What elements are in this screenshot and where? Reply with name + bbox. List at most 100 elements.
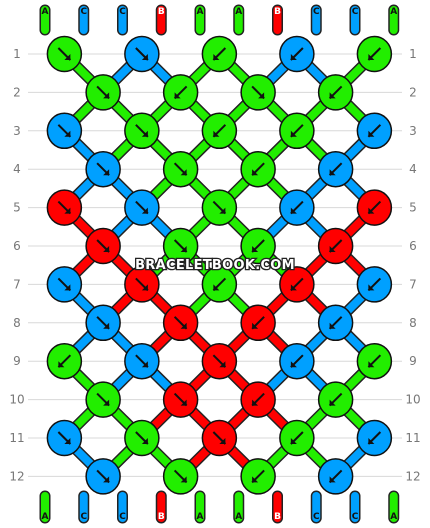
knot — [279, 35, 315, 73]
knot — [162, 150, 199, 188]
knot — [46, 342, 83, 380]
knot — [46, 35, 83, 73]
arrow-head-icon — [252, 322, 259, 329]
arrow-head-icon — [103, 399, 110, 406]
knot — [85, 381, 121, 418]
knot — [124, 112, 160, 150]
knot — [356, 35, 393, 73]
knot — [46, 112, 83, 150]
arrow-head-icon — [329, 476, 336, 483]
bottom-thread-label: A — [390, 512, 397, 522]
arrow-head-icon — [290, 438, 297, 444]
arrow-head-icon — [141, 361, 148, 368]
arrow-head-icon — [141, 54, 148, 60]
row-number-left: 5 — [13, 201, 21, 215]
knot — [46, 189, 83, 226]
knot — [279, 342, 315, 380]
row-number-right: 1 — [409, 47, 417, 61]
knot — [46, 419, 83, 457]
arrow-head-icon — [290, 130, 297, 137]
top-thread-label: C — [80, 7, 87, 17]
knot — [279, 419, 315, 457]
arrow-head-icon — [252, 476, 259, 483]
arrow-head-icon — [368, 54, 375, 60]
knot — [317, 74, 354, 111]
top-thread-label: B — [158, 7, 165, 17]
row-number-left: 10 — [9, 393, 24, 407]
arrow-head-icon — [258, 92, 265, 99]
arrow-head-icon — [329, 322, 336, 329]
arrow-head-icon — [141, 438, 148, 444]
row-number-left: 2 — [13, 85, 21, 99]
watermark: BRACELETBOOK.COM — [135, 258, 295, 273]
row-number-left: 7 — [13, 277, 21, 291]
arrow-head-icon — [213, 284, 220, 291]
knot — [124, 266, 160, 303]
top-thread-label: A — [390, 7, 397, 17]
knot — [279, 112, 315, 150]
knot — [85, 227, 121, 265]
row-number-right: 9 — [409, 354, 417, 368]
arrow-head-icon — [103, 92, 110, 99]
top-thread-label: A — [42, 7, 49, 17]
knot — [356, 189, 393, 226]
top-thread-label: B — [274, 7, 281, 17]
knot — [46, 266, 83, 303]
knot-grid — [46, 35, 393, 495]
knot — [162, 304, 199, 342]
row-number-left: 12 — [9, 469, 24, 483]
row-number-left: 8 — [13, 316, 21, 330]
knot — [317, 227, 354, 265]
row-number-left: 1 — [13, 47, 21, 61]
bottom-thread-label: B — [158, 512, 165, 522]
bottom-thread-label: B — [274, 512, 281, 522]
knot — [240, 304, 276, 342]
row-number-right: 3 — [409, 124, 417, 138]
arrow-head-icon — [252, 399, 259, 406]
bottom-thread-label: A — [235, 512, 242, 522]
knot — [201, 189, 238, 226]
knot — [201, 342, 238, 380]
arrow-head-icon — [64, 438, 71, 444]
knot — [162, 458, 199, 495]
row-number-right: 7 — [409, 277, 417, 291]
knot — [124, 419, 160, 457]
knot — [356, 112, 393, 150]
top-thread-label: C — [313, 7, 320, 17]
knot — [85, 150, 121, 188]
knot — [85, 458, 121, 495]
arrow-head-icon — [64, 207, 71, 214]
knot — [356, 342, 393, 380]
knot — [201, 35, 238, 73]
row-number-right: 11 — [405, 431, 420, 445]
knot — [162, 74, 199, 111]
arrow-head-icon — [368, 130, 375, 137]
arrow-head-icon — [329, 399, 336, 406]
arrow-head-icon — [103, 322, 110, 329]
knot — [240, 381, 276, 418]
knot — [317, 458, 354, 495]
knot — [279, 266, 315, 303]
arrow-head-icon — [252, 246, 259, 252]
arrow-head-icon — [368, 438, 375, 444]
arrow-head-icon — [141, 207, 148, 214]
arrow-head-icon — [329, 169, 336, 176]
arrow-head-icon — [213, 54, 220, 60]
row-number-right: 2 — [409, 85, 417, 99]
arrow-head-icon — [58, 361, 65, 368]
row-number-left: 4 — [13, 162, 21, 176]
arrow-head-icon — [290, 284, 297, 291]
arrow-head-icon — [180, 169, 187, 176]
knot — [317, 150, 354, 188]
arrow-head-icon — [290, 207, 297, 214]
arrow-head-icon — [141, 284, 148, 291]
knot — [240, 150, 276, 188]
knot — [201, 266, 238, 303]
arrow-head-icon — [180, 476, 187, 483]
arrow-head-icon — [103, 246, 110, 252]
knot — [240, 458, 276, 495]
